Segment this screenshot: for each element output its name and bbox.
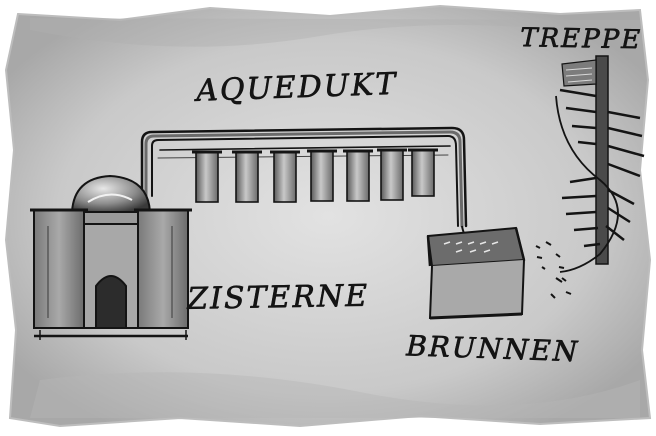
cistern-building <box>30 174 192 340</box>
wash-streak <box>30 372 640 418</box>
wash-streak <box>30 18 640 47</box>
well-basin <box>426 226 526 320</box>
spiral-stairs <box>535 55 645 299</box>
label-cistern: ZISTERNE <box>186 278 370 317</box>
aqueduct-pillars <box>192 148 438 203</box>
label-stairs: TREPPE <box>519 22 643 56</box>
label-aqueduct: AQUEDUKT <box>195 66 398 109</box>
label-well: BRUNNEN <box>405 328 580 369</box>
